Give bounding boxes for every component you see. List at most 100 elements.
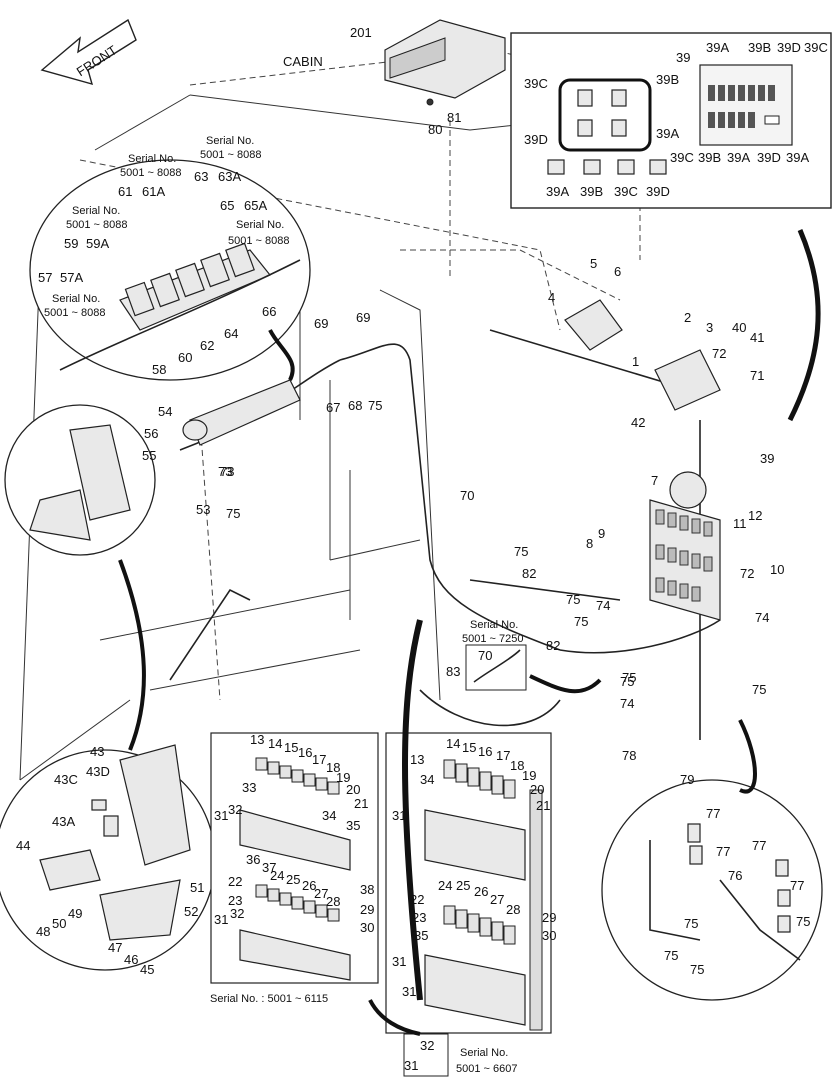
- callout: 27: [490, 892, 504, 907]
- fuse-label: 39A: [786, 150, 809, 165]
- callout: 75: [226, 506, 240, 521]
- callout: 73: [218, 464, 232, 479]
- callout: 76: [728, 868, 742, 883]
- callout: 29: [542, 910, 556, 925]
- serial-label-inline: Serial No. : 5001 ~ 6115: [210, 993, 328, 1005]
- callout: 66: [262, 304, 276, 319]
- callout: 19: [522, 768, 536, 783]
- fuse-label: 39B: [656, 72, 679, 87]
- callout: 63: [194, 169, 208, 184]
- callout: 31: [214, 912, 228, 927]
- callout: 63A: [218, 169, 241, 184]
- callout: 75: [684, 916, 698, 931]
- callout: 12: [748, 508, 762, 523]
- callout: 52: [184, 904, 198, 919]
- callout: 74: [620, 696, 634, 711]
- callout: 45: [140, 962, 154, 977]
- serial-label: Serial No.: [470, 619, 518, 631]
- callout: 9: [598, 526, 605, 541]
- callout: 16: [298, 745, 312, 760]
- callout: 46: [124, 952, 138, 967]
- fuse-label: 39C: [524, 76, 548, 91]
- callout: 59A: [86, 236, 109, 251]
- callout: 30: [360, 920, 374, 935]
- callout: 54: [158, 404, 172, 419]
- detail-arrow: [268, 329, 295, 381]
- switch-detail-circle: [29, 159, 311, 381]
- callout: 44: [16, 838, 30, 853]
- relay-panel-left: [239, 757, 351, 981]
- callout: 27: [314, 886, 328, 901]
- fuse-label: 39D: [777, 40, 801, 55]
- callout: 67: [326, 400, 340, 415]
- callout: 19: [336, 770, 350, 785]
- callout: 32: [420, 1038, 434, 1053]
- wiring-harness: [169, 329, 721, 740]
- bracket-assembly: [649, 823, 801, 961]
- callout: 8: [586, 536, 593, 551]
- callout: 42: [631, 415, 645, 430]
- fuse-holder-square: [558, 78, 652, 152]
- callout: 2: [684, 310, 691, 325]
- callout: 21: [536, 798, 550, 813]
- fuse-block: [699, 64, 793, 146]
- callout: 41: [750, 330, 764, 345]
- detail-arrow: [738, 719, 757, 794]
- callout: 77: [752, 838, 766, 853]
- fuse-label: 39B: [698, 150, 721, 165]
- callout: 7: [651, 473, 658, 488]
- fuse-label: 39A: [656, 126, 679, 141]
- callout: 31: [214, 808, 228, 823]
- callout: 53: [196, 502, 210, 517]
- callout: 75: [368, 398, 382, 413]
- callout: 43: [90, 744, 104, 759]
- callout: 14: [446, 736, 460, 751]
- callout: 65: [220, 198, 234, 213]
- callout: 3: [706, 320, 713, 335]
- main-relay-panel: [649, 499, 721, 621]
- callout: 71: [750, 368, 764, 383]
- callout: 75: [620, 674, 634, 689]
- fuse-label: 39C: [804, 40, 828, 55]
- callout: 49: [68, 906, 82, 921]
- callout: 35: [414, 928, 428, 943]
- callout: 10: [770, 562, 784, 577]
- callout: 11: [733, 516, 747, 531]
- callout: 22: [228, 874, 242, 889]
- callout: 15: [462, 740, 476, 755]
- callout: 43C: [54, 772, 78, 787]
- callout: 55: [142, 448, 156, 463]
- callout: 57: [38, 270, 52, 285]
- callout: 40: [732, 320, 746, 335]
- switch-row: [182, 379, 301, 446]
- callout: 68: [348, 398, 362, 413]
- callout: 75: [752, 682, 766, 697]
- callout: 31: [392, 808, 406, 823]
- callout: 31: [404, 1058, 418, 1073]
- serial-range: 5001 ~ 8088: [200, 149, 261, 161]
- serial-label: Serial No.: [236, 219, 284, 231]
- callout: 75: [622, 670, 636, 685]
- mirror-assembly: [39, 744, 191, 941]
- front-arrow-icon: [40, 18, 137, 86]
- serial-range: 5001 ~ 8088: [66, 219, 127, 231]
- callout: 25: [286, 872, 300, 887]
- fuse-label: 39C: [670, 150, 694, 165]
- fuse-type-label: 39C: [614, 184, 638, 199]
- callout: 4: [548, 290, 555, 305]
- callout: 61: [118, 184, 132, 199]
- serial-range: 5001 ~ 6607: [456, 1063, 517, 1075]
- fuse-label: 39D: [757, 150, 781, 165]
- serial-label: Serial No.: [460, 1047, 508, 1059]
- callout: 59: [64, 236, 78, 251]
- callout: 61A: [142, 184, 165, 199]
- fuse-label: 39A: [727, 150, 750, 165]
- callout: 17: [496, 748, 510, 763]
- callout: 56: [144, 426, 158, 441]
- callout: 14: [268, 736, 282, 751]
- callout: 75: [514, 544, 528, 559]
- callout: 73: [220, 464, 234, 479]
- callout: 23: [228, 893, 242, 908]
- callout: 29: [360, 902, 374, 917]
